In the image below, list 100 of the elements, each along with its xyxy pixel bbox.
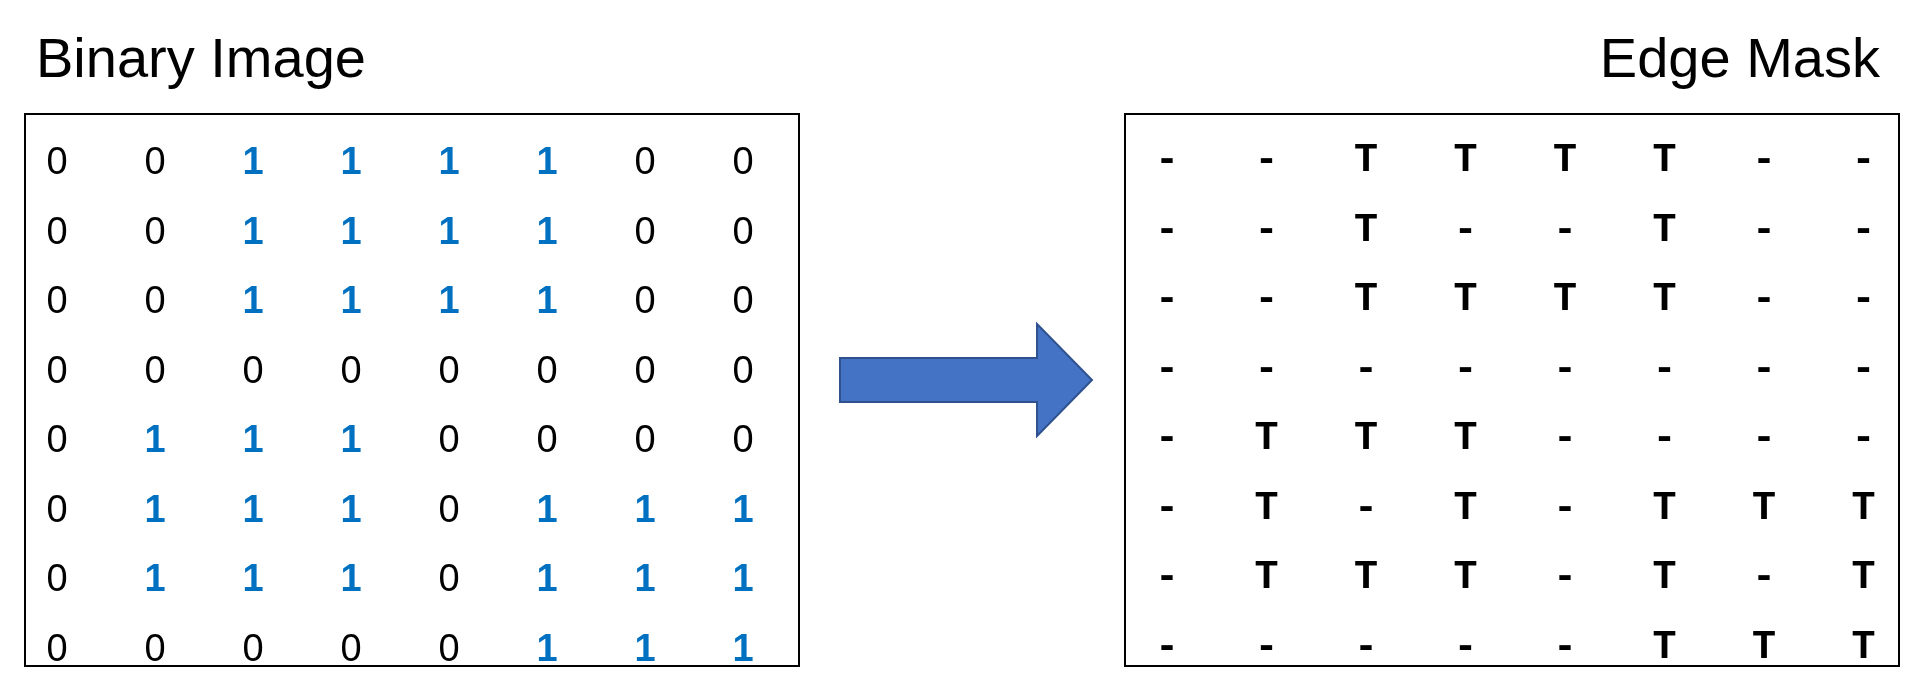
pixel-value: 0 [46,211,68,250]
mask-value: - [1155,210,1179,251]
mask-value: T [1453,558,1478,598]
mask-value: T [1453,280,1478,320]
pixel-value: 1 [634,628,656,667]
mask-value: - [1851,141,1876,181]
pixel-value: 0 [732,281,754,319]
mask-value: - [1354,488,1378,529]
mask-value: T [1254,558,1279,598]
mask-value: - [1254,349,1279,390]
pixel-value: 0 [634,350,656,389]
pixel-value: 1 [536,211,558,250]
mask-value: - [1453,349,1478,390]
pixel-value: 0 [732,420,754,458]
mask-value: - [1155,558,1179,598]
mask-value: T [1652,558,1677,598]
block-arrow [839,321,1094,439]
pixel-value: 1 [242,489,264,528]
mask-value: T [1652,141,1677,181]
mask-value: - [1155,419,1179,459]
mask-value: - [1851,280,1876,320]
pixel-value: 0 [46,281,68,319]
pixel-value: 0 [536,350,558,389]
pixel-value: 0 [144,628,166,667]
mask-value: T [1851,558,1876,598]
pixel-value: 1 [438,281,460,319]
pixel-value: 1 [340,211,362,250]
pixel-value: 0 [46,420,68,458]
mask-value: - [1752,349,1776,390]
pixel-value: 1 [340,281,362,319]
mask-value: - [1851,419,1876,459]
pixel-value: 1 [634,489,656,528]
pixel-value: 1 [536,628,558,667]
mask-value: - [1254,280,1279,320]
mask-value: T [1752,627,1776,668]
mask-value: T [1354,558,1378,598]
mask-value: - [1254,141,1279,181]
mask-value: - [1553,558,1577,598]
mask-value: - [1354,349,1378,390]
pixel-value: 1 [732,628,754,667]
pixel-value: 0 [536,420,558,458]
pixel-value: 0 [634,420,656,458]
mask-value: - [1453,627,1478,668]
mask-value: T [1254,419,1279,459]
pixel-value: 1 [144,559,166,597]
mask-value: T [1254,488,1279,529]
pixel-value: 1 [242,559,264,597]
mask-value: T [1453,419,1478,459]
pixel-value: 0 [144,281,166,319]
pixel-value: 0 [46,559,68,597]
mask-value: - [1652,419,1677,459]
mask-value: - [1851,210,1876,251]
mask-value: - [1652,349,1677,390]
pixel-value: 1 [536,489,558,528]
mask-value: T [1752,488,1776,529]
pixel-value: 0 [438,420,460,458]
mask-value: - [1553,627,1577,668]
pixel-value: 0 [634,211,656,250]
mask-value: T [1553,141,1577,181]
mask-value: T [1354,141,1378,181]
mask-value: T [1851,488,1876,529]
mask-value: - [1553,349,1577,390]
mask-value: T [1354,210,1378,251]
mask-value: - [1155,488,1179,529]
pixel-value: 1 [340,142,362,180]
pixel-value: 1 [144,489,166,528]
mask-value: - [1752,280,1776,320]
pixel-value: 1 [536,142,558,180]
pixel-value: 1 [634,559,656,597]
pixel-value: 0 [46,350,68,389]
pixel-value: 0 [732,142,754,180]
mask-value: - [1453,210,1478,251]
mask-value: T [1652,280,1677,320]
pixel-value: 1 [438,142,460,180]
pixel-value: 0 [144,350,166,389]
pixel-value: 1 [340,559,362,597]
pixel-value: 1 [536,559,558,597]
mask-value: - [1155,280,1179,320]
mask-value: T [1354,280,1378,320]
pixel-value: 0 [732,211,754,250]
pixel-value: 1 [340,420,362,458]
mask-value: - [1553,488,1577,529]
pixel-value: 0 [438,489,460,528]
mask-value: - [1155,349,1179,390]
mask-value: T [1453,141,1478,181]
pixel-value: 1 [536,281,558,319]
pixel-value: 0 [46,489,68,528]
pixel-value: 1 [144,420,166,458]
mask-value: T [1553,280,1577,320]
pixel-value: 0 [340,350,362,389]
mask-value: - [1752,141,1776,181]
mask-value: T [1652,488,1677,529]
mask-value: - [1553,419,1577,459]
mask-value: T [1354,419,1378,459]
mask-value: - [1354,627,1378,668]
mask-value: T [1652,627,1677,668]
mask-value: - [1752,210,1776,251]
mask-value: - [1752,419,1776,459]
mask-value: - [1254,627,1279,668]
pixel-value: 1 [438,211,460,250]
